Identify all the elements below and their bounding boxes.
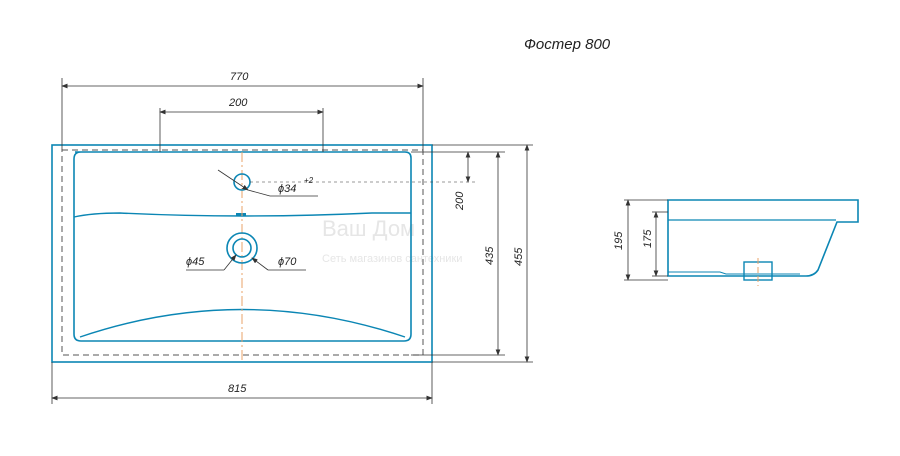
sink-hidden-edge xyxy=(61,149,424,356)
drain-inner xyxy=(232,238,252,258)
dim-tap-span: 200 xyxy=(159,97,324,152)
side-bottom-line xyxy=(668,271,800,275)
dim-tap-hole-label: ϕ34 xyxy=(278,183,296,195)
dim-tap-hole: ϕ34 +2 xyxy=(217,169,318,197)
sink-top-view xyxy=(51,144,433,363)
dim-drain-inner-label: ϕ45 xyxy=(186,256,205,268)
dim-770-label: 770 xyxy=(230,71,249,83)
dim-195-label: 195 xyxy=(613,231,625,250)
sink-side-view xyxy=(667,199,859,286)
dim-inner-width: 770 xyxy=(61,71,424,150)
dim-drain: ϕ45 ϕ70 xyxy=(186,254,306,271)
dim-drain-outer-label: ϕ70 xyxy=(278,256,297,268)
deck-edge xyxy=(73,212,411,218)
watermark-logo: Ваш Дом xyxy=(322,216,415,241)
dim-side-heights: 195 175 xyxy=(613,199,668,281)
overflow-slot xyxy=(236,213,246,216)
product-title: Фостер 800 xyxy=(524,36,611,53)
dim-tap-tolerance: +2 xyxy=(304,176,314,185)
dim-435-label: 435 xyxy=(484,246,496,265)
drain-outer xyxy=(226,232,258,264)
dim-175-label: 175 xyxy=(642,229,654,248)
dim-815-label: 815 xyxy=(228,383,247,395)
dim-outer-width: 815 xyxy=(51,362,433,404)
dim-depths: 200 435 455 xyxy=(250,144,533,363)
dim-200-label: 200 xyxy=(228,97,248,109)
sink-outer-rim xyxy=(51,144,433,363)
dim-455-label: 455 xyxy=(513,247,525,266)
side-body-outline xyxy=(667,199,859,277)
watermark-tagline: Сеть магазинов сантехники xyxy=(322,253,462,265)
dim-depth-tap-label: 200 xyxy=(454,191,466,211)
